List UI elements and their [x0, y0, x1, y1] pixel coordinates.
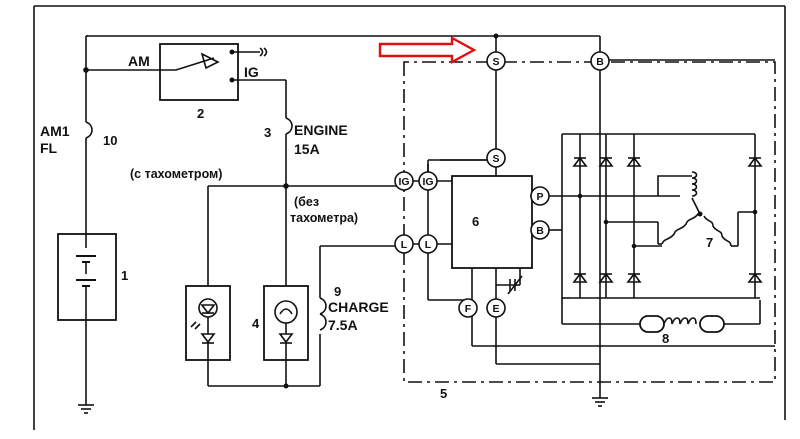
number-9: 9 [334, 284, 341, 299]
rotor [639, 315, 725, 333]
terminal-s-external: S [486, 51, 506, 71]
svg-text:L: L [401, 239, 408, 251]
rectifier-bridge [562, 134, 763, 299]
number-2: 2 [197, 106, 204, 121]
svg-text:F: F [465, 303, 472, 315]
number-1: 1 [121, 268, 128, 283]
svg-text:B: B [596, 56, 604, 68]
number-5: 5 [440, 386, 447, 401]
label-15a: 15A [294, 141, 320, 157]
tach-indicator [185, 285, 231, 361]
label-without-tachometer-2: тахометра) [290, 211, 358, 225]
label-am: AM [128, 53, 150, 69]
charge-fuse [319, 297, 327, 331]
regulator-terminal-s: S [486, 148, 506, 168]
regulator-terminal-f: F [458, 298, 478, 318]
label-charge: CHARGE [328, 299, 389, 315]
regulator-wires [471, 133, 775, 365]
ignition-switch [159, 43, 287, 118]
engine-fuse [285, 117, 293, 186]
fusible-link-am1 [85, 121, 93, 139]
charge-lamp [263, 285, 309, 361]
svg-text:L: L [425, 239, 432, 251]
label-fl: FL [40, 140, 58, 156]
label-am1: AM1 [40, 123, 70, 139]
battery [57, 233, 117, 414]
number-7: 7 [706, 235, 713, 250]
top-bus-wires [83, 35, 601, 234]
number-3: 3 [264, 125, 271, 140]
svg-text:S: S [492, 56, 499, 68]
regulator-terminal-ig: IG [418, 171, 438, 191]
regulator [413, 159, 540, 301]
svg-text:P: P [536, 191, 543, 203]
number-10: 10 [103, 133, 117, 148]
svg-text:B: B [536, 225, 544, 237]
label-without-tachometer-1: (без [294, 195, 319, 209]
number-6: 6 [472, 214, 479, 229]
regulator-terminal-p: P [530, 186, 550, 206]
label-engine: ENGINE [294, 122, 348, 138]
label-ig: IG [244, 64, 259, 80]
terminal-ig-external: IG [394, 171, 414, 191]
label-7-5a: 7.5A [328, 317, 358, 333]
regulator-terminal-l: L [418, 234, 438, 254]
red-annotation-arrow [378, 35, 477, 65]
lamp-branch-wires [207, 183, 396, 389]
number-8: 8 [662, 331, 669, 346]
outer-frame [33, 5, 786, 430]
alternator-bus [493, 33, 775, 407]
regulator-terminal-b: B [530, 220, 550, 240]
svg-text:IG: IG [422, 176, 433, 188]
label-with-tachometer: (с тахометром) [130, 167, 222, 181]
terminal-l-external: L [394, 234, 414, 254]
svg-text:IG: IG [398, 176, 409, 188]
number-4: 4 [252, 316, 260, 331]
regulator-terminal-e: E [486, 298, 506, 318]
svg-text:S: S [492, 153, 499, 165]
svg-text:E: E [492, 303, 499, 315]
alternator-frame [403, 61, 776, 383]
terminal-b-external: B [590, 51, 610, 71]
stator-winding [606, 171, 755, 247]
